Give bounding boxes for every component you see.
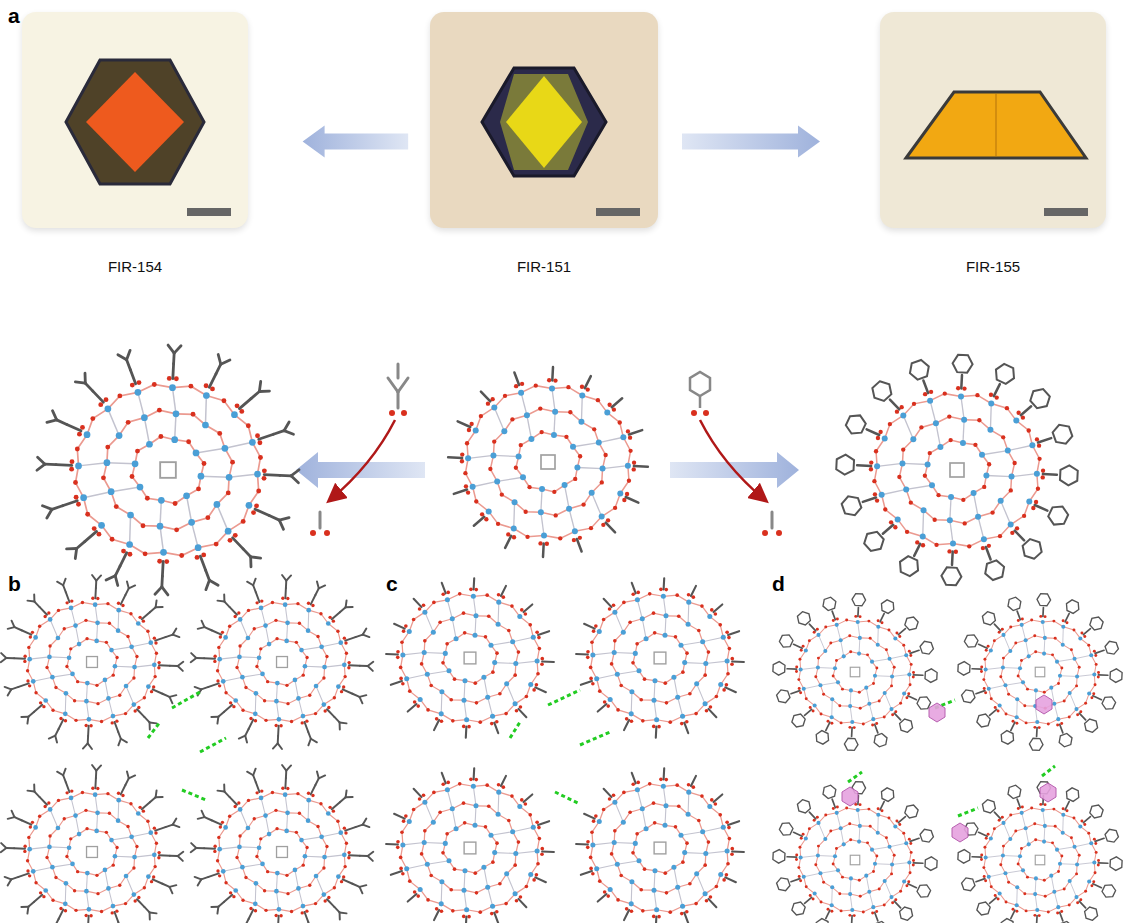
crystal-image (430, 12, 658, 228)
transformation-arrow (303, 126, 409, 158)
crystal-photo: FIR-151 (430, 12, 658, 228)
crystal-image (22, 12, 248, 228)
crystal-photo: FIR-154 (22, 12, 248, 228)
crystal-image (880, 12, 1106, 228)
panel-letter: c (386, 572, 398, 596)
transformation-arrow (682, 126, 820, 158)
panel-letter: d (772, 572, 785, 596)
panel-letter: b (8, 572, 21, 596)
compound-name: FIR-151 (410, 258, 678, 275)
panel-letter: a (8, 4, 20, 28)
crystal-photo: FIR-155 (880, 12, 1106, 228)
compound-name: FIR-154 (2, 258, 268, 275)
compound-name: FIR-155 (860, 258, 1126, 275)
